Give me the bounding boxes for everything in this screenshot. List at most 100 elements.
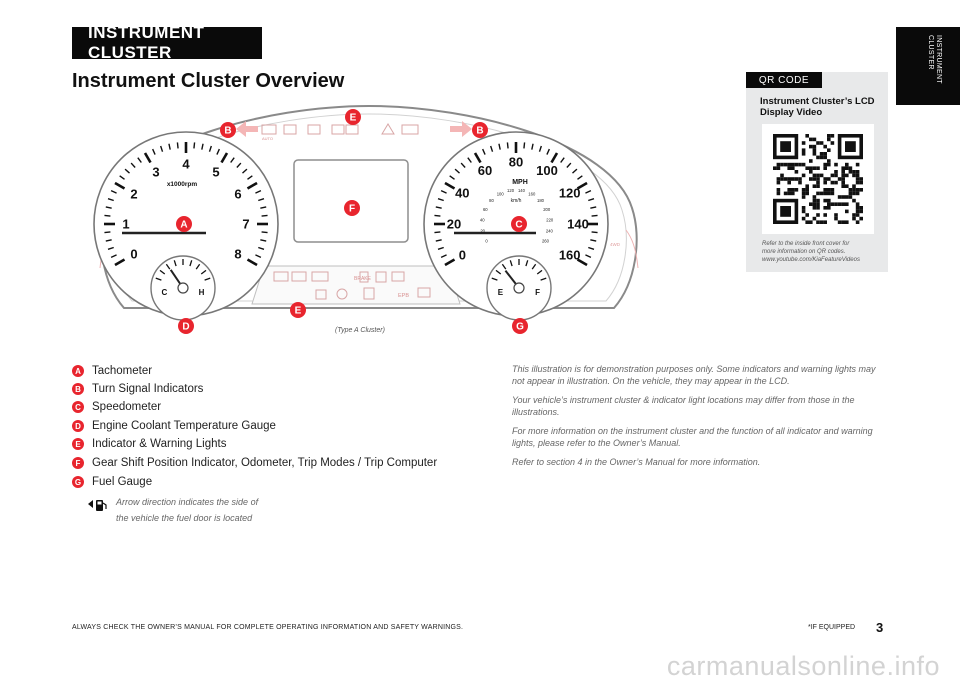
esc-icon <box>359 271 369 283</box>
callout-marker-a <box>176 216 192 232</box>
callout-badge: E <box>72 438 84 450</box>
qr-module <box>827 191 831 196</box>
tach-tick <box>105 206 112 209</box>
qr-module <box>783 162 788 167</box>
cluster-caption: (Type A Cluster) <box>335 327 385 334</box>
speed-mph-tick <box>591 231 598 234</box>
master-warning-indicator <box>381 123 395 135</box>
qr-module <box>816 177 820 181</box>
oil-pressure-icon <box>311 271 329 282</box>
qr-module <box>859 188 863 192</box>
speed-mph-tick <box>585 190 592 194</box>
speed-mph-unit: MPH <box>512 179 528 186</box>
speed-mph-tick <box>435 239 442 242</box>
qr-module <box>801 191 806 196</box>
tach-tick <box>107 197 114 202</box>
qr-module <box>823 191 827 196</box>
qr-module <box>816 180 820 185</box>
qr-module <box>787 166 791 170</box>
speed-mph-tick <box>437 197 444 202</box>
qr-module <box>845 195 849 199</box>
qr-module <box>859 180 863 185</box>
callout-badge: A <box>72 365 84 377</box>
qr-module <box>827 177 831 181</box>
qr-module <box>852 173 856 178</box>
qr-module <box>791 188 795 192</box>
low-fuel-icon <box>417 287 431 298</box>
speed-mph-tick <box>572 168 578 174</box>
speed-mph-label: 140 <box>567 217 589 232</box>
qr-module <box>852 188 856 192</box>
qr-module <box>812 195 817 199</box>
tach-label: 6 <box>234 187 241 202</box>
tach-tick <box>152 148 156 155</box>
qr-module <box>798 180 802 185</box>
speed-mph-tick <box>444 258 456 267</box>
qr-module <box>812 137 817 142</box>
temp-low-label: C <box>162 288 168 297</box>
qr-module <box>816 191 820 196</box>
speed-mph-tick <box>590 239 597 242</box>
qr-module <box>809 137 813 142</box>
right-turn-arrow <box>450 121 472 137</box>
lower-indicator-icons <box>273 271 431 300</box>
tach-tick <box>137 157 142 163</box>
tach-tick <box>110 190 117 194</box>
qr-module <box>834 170 838 174</box>
qr-module <box>827 198 831 203</box>
qr-finder-core <box>780 141 791 152</box>
qr-module <box>837 195 842 199</box>
qr-module <box>801 148 806 152</box>
callout-letter: E <box>295 306 302 317</box>
qr-module <box>783 191 788 196</box>
qr-module <box>845 220 849 224</box>
qr-module <box>855 213 860 217</box>
speed-mph-tick <box>585 254 592 258</box>
tach-tick <box>260 206 267 209</box>
callout-marker-c <box>511 216 527 232</box>
qr-module <box>845 202 849 206</box>
qr-module <box>801 188 806 192</box>
speed-mph-tick <box>576 181 588 190</box>
speed-mph-tick <box>440 190 447 194</box>
speed-mph-tick <box>538 145 543 152</box>
speed-mph-tick <box>440 254 447 258</box>
fuel-tick <box>525 260 529 267</box>
qr-module <box>841 177 845 181</box>
speed-kmh-label: 60 <box>483 207 488 212</box>
qr-module <box>834 213 838 217</box>
qr-module <box>830 202 835 206</box>
qr-module <box>794 162 799 167</box>
callout-marker-b <box>220 122 236 138</box>
qr-module <box>827 188 831 192</box>
tach-label: 3 <box>152 165 159 180</box>
qr-module <box>841 195 845 199</box>
tach-tick <box>201 143 204 150</box>
qr-module <box>812 177 817 181</box>
speed-mph-tick <box>489 145 494 152</box>
qr-module <box>794 177 799 181</box>
speed-mph-tick <box>576 258 588 267</box>
qr-module <box>837 202 842 206</box>
qr-module <box>776 180 781 185</box>
speed-kmh-label: 20 <box>480 228 485 233</box>
qr-module <box>855 206 860 210</box>
qr-module <box>819 152 824 156</box>
qr-code-image[interactable] <box>762 124 874 234</box>
qr-module <box>812 202 817 206</box>
qr-module <box>816 184 820 188</box>
temp-tick <box>165 263 171 270</box>
tach-tick <box>246 258 258 267</box>
qr-module <box>809 220 813 224</box>
qr-module <box>780 177 784 181</box>
note-paragraph: Refer to section 4 in the Owner’s Manual… <box>512 457 761 467</box>
speed-mph-tick <box>531 143 534 150</box>
speed-kmh-label: 260 <box>542 239 550 244</box>
qr-module <box>819 155 824 160</box>
callout-letter: B <box>224 126 231 137</box>
qr-module <box>816 202 820 206</box>
